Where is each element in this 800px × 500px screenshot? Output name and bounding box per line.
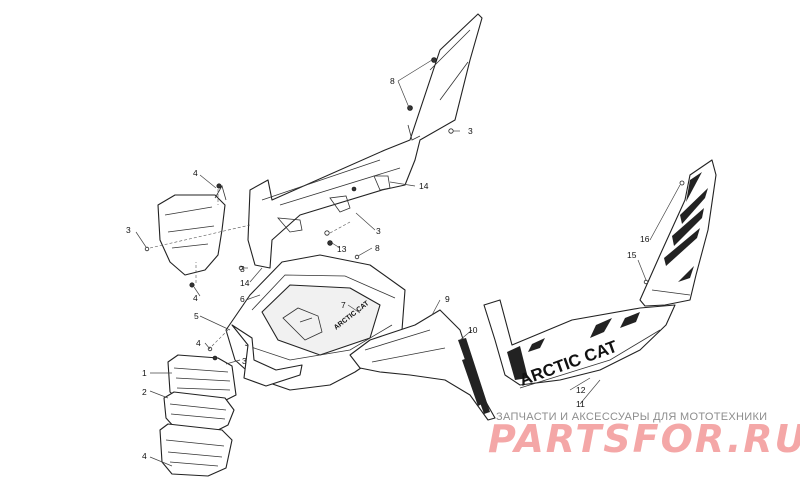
watermark-subtitle: ЗАПЧАСТИ И АКСЕССУАРЫ ДЛЯ МОТОТЕХНИКИ xyxy=(496,411,767,423)
callout-4: 4 xyxy=(193,168,198,178)
callout-6: 6 xyxy=(240,294,245,304)
callout-14: 14 xyxy=(240,278,250,288)
callout-8: 8 xyxy=(375,243,380,253)
callout-4: 4 xyxy=(193,293,198,303)
callout-8: 8 xyxy=(390,76,395,86)
front-fascia xyxy=(231,324,303,387)
callout-4: 4 xyxy=(142,451,147,461)
callout-5: 5 xyxy=(194,311,199,321)
front-fender-left xyxy=(144,183,227,288)
callout-4: 4 xyxy=(196,338,201,348)
right-side-panel xyxy=(349,309,496,421)
callout-3: 3 xyxy=(376,226,381,236)
fasteners xyxy=(238,128,454,271)
callout-7: 7 xyxy=(341,300,346,310)
front-grille-assembly xyxy=(159,346,237,477)
leader-lines xyxy=(135,59,681,467)
callout-9: 9 xyxy=(445,294,450,304)
callout-12: 12 xyxy=(576,385,586,395)
callout-3: 3 xyxy=(242,356,247,366)
callout-1: 1 xyxy=(142,368,147,378)
callout-16: 16 xyxy=(640,234,650,244)
rear-fender xyxy=(639,159,717,307)
left-side-panel-upper xyxy=(247,13,483,269)
rear-side-panel: ARCTIC CAT xyxy=(483,299,676,390)
callout-3: 3 xyxy=(240,264,245,274)
assembly-lines xyxy=(149,189,351,347)
callout-11: 11 xyxy=(576,399,585,409)
callout-3: 3 xyxy=(468,126,473,136)
callout-14: 14 xyxy=(419,181,429,191)
callout-labels: 8 3 14 4 3 4 3 13 8 3 14 6 7 9 10 5 4 3 … xyxy=(126,76,650,461)
callout-2: 2 xyxy=(142,387,147,397)
callout-15: 15 xyxy=(627,250,637,260)
callout-13: 13 xyxy=(337,244,347,254)
watermark-brand: PARTSFOR.RU xyxy=(488,417,800,461)
watermark: ЗАПЧАСТИ И АКСЕССУАРЫ ДЛЯ МОТОТЕХНИКИ PA… xyxy=(488,411,800,461)
callout-10: 10 xyxy=(468,325,478,335)
callout-3: 3 xyxy=(126,225,131,235)
